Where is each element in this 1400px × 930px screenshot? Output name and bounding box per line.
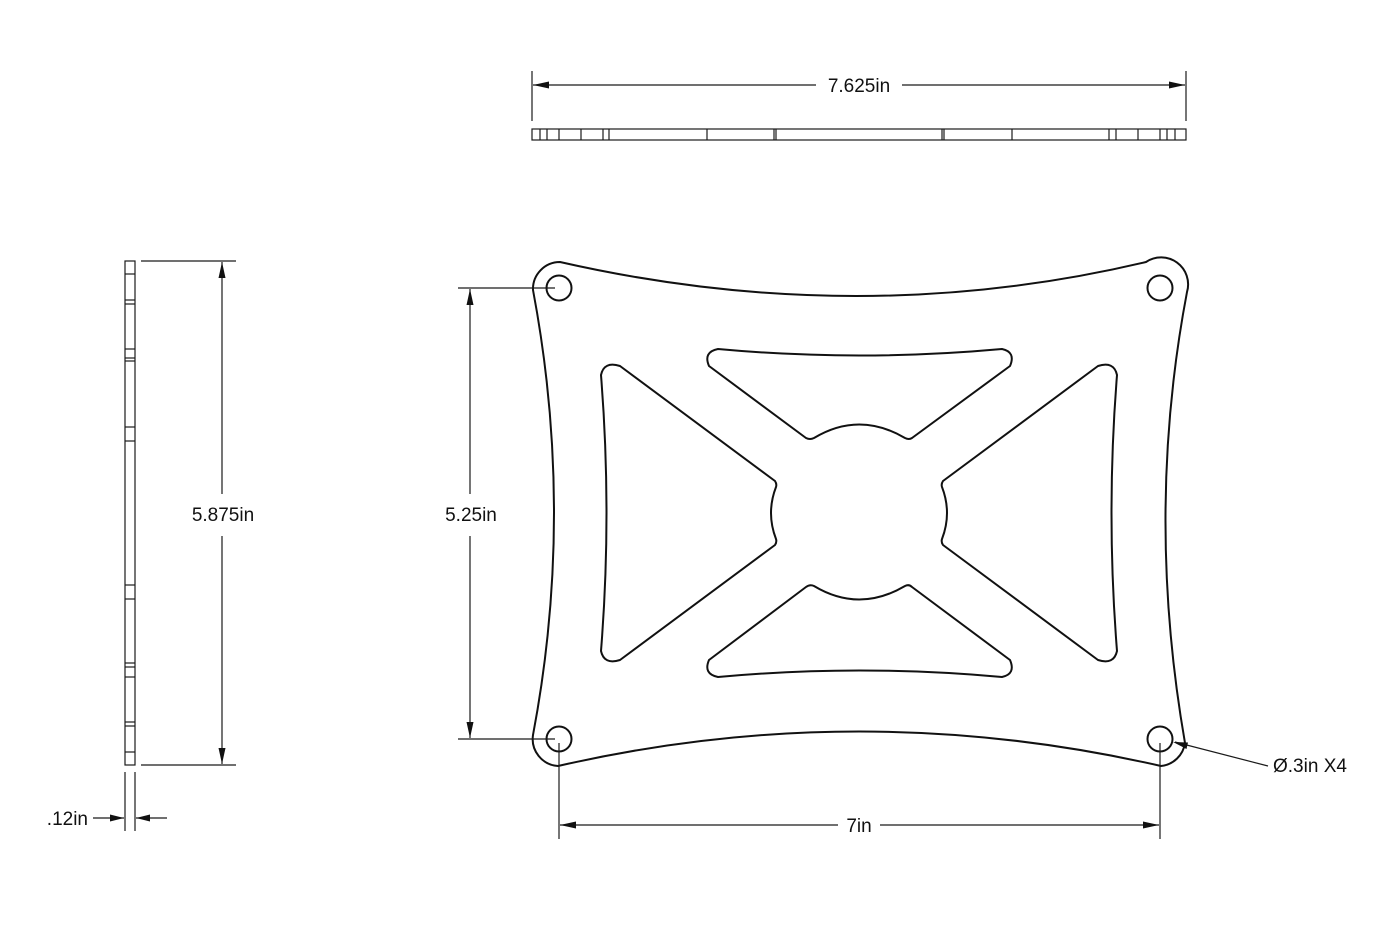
- cutout-right: [940, 363, 1118, 663]
- width-dimension: 7.625in: [531, 71, 1187, 121]
- height-label: 5.875in: [192, 505, 254, 526]
- front-view: 5.25in 7in Ø.3in X4: [445, 256, 1347, 839]
- hole-spacing-vertical-label: 5.25in: [445, 505, 497, 526]
- top-edge-view: 7.625in: [531, 71, 1187, 141]
- thickness-label: .12in: [47, 809, 88, 830]
- hole-spacing-horizontal-dimension: 7in: [558, 743, 1161, 839]
- thickness-dimension: .12in: [47, 772, 167, 831]
- height-dimension: 5.875in: [141, 260, 254, 766]
- hole-callout-label: Ø.3in X4: [1273, 756, 1347, 777]
- hole-spacing-vertical-dimension: 5.25in: [445, 287, 555, 740]
- hole-callout: Ø.3in X4: [1173, 741, 1347, 777]
- side-edge-view: 5.875in .12in: [47, 260, 254, 831]
- cutout-left: [600, 363, 778, 663]
- plate-outline: [531, 256, 1190, 767]
- hole-spacing-horizontal-label: 7in: [846, 816, 871, 837]
- width-label: 7.625in: [828, 76, 890, 97]
- mounting-hole-top-right: [1146, 274, 1174, 302]
- cutout-top: [706, 348, 1013, 440]
- cutout-bottom: [706, 584, 1013, 678]
